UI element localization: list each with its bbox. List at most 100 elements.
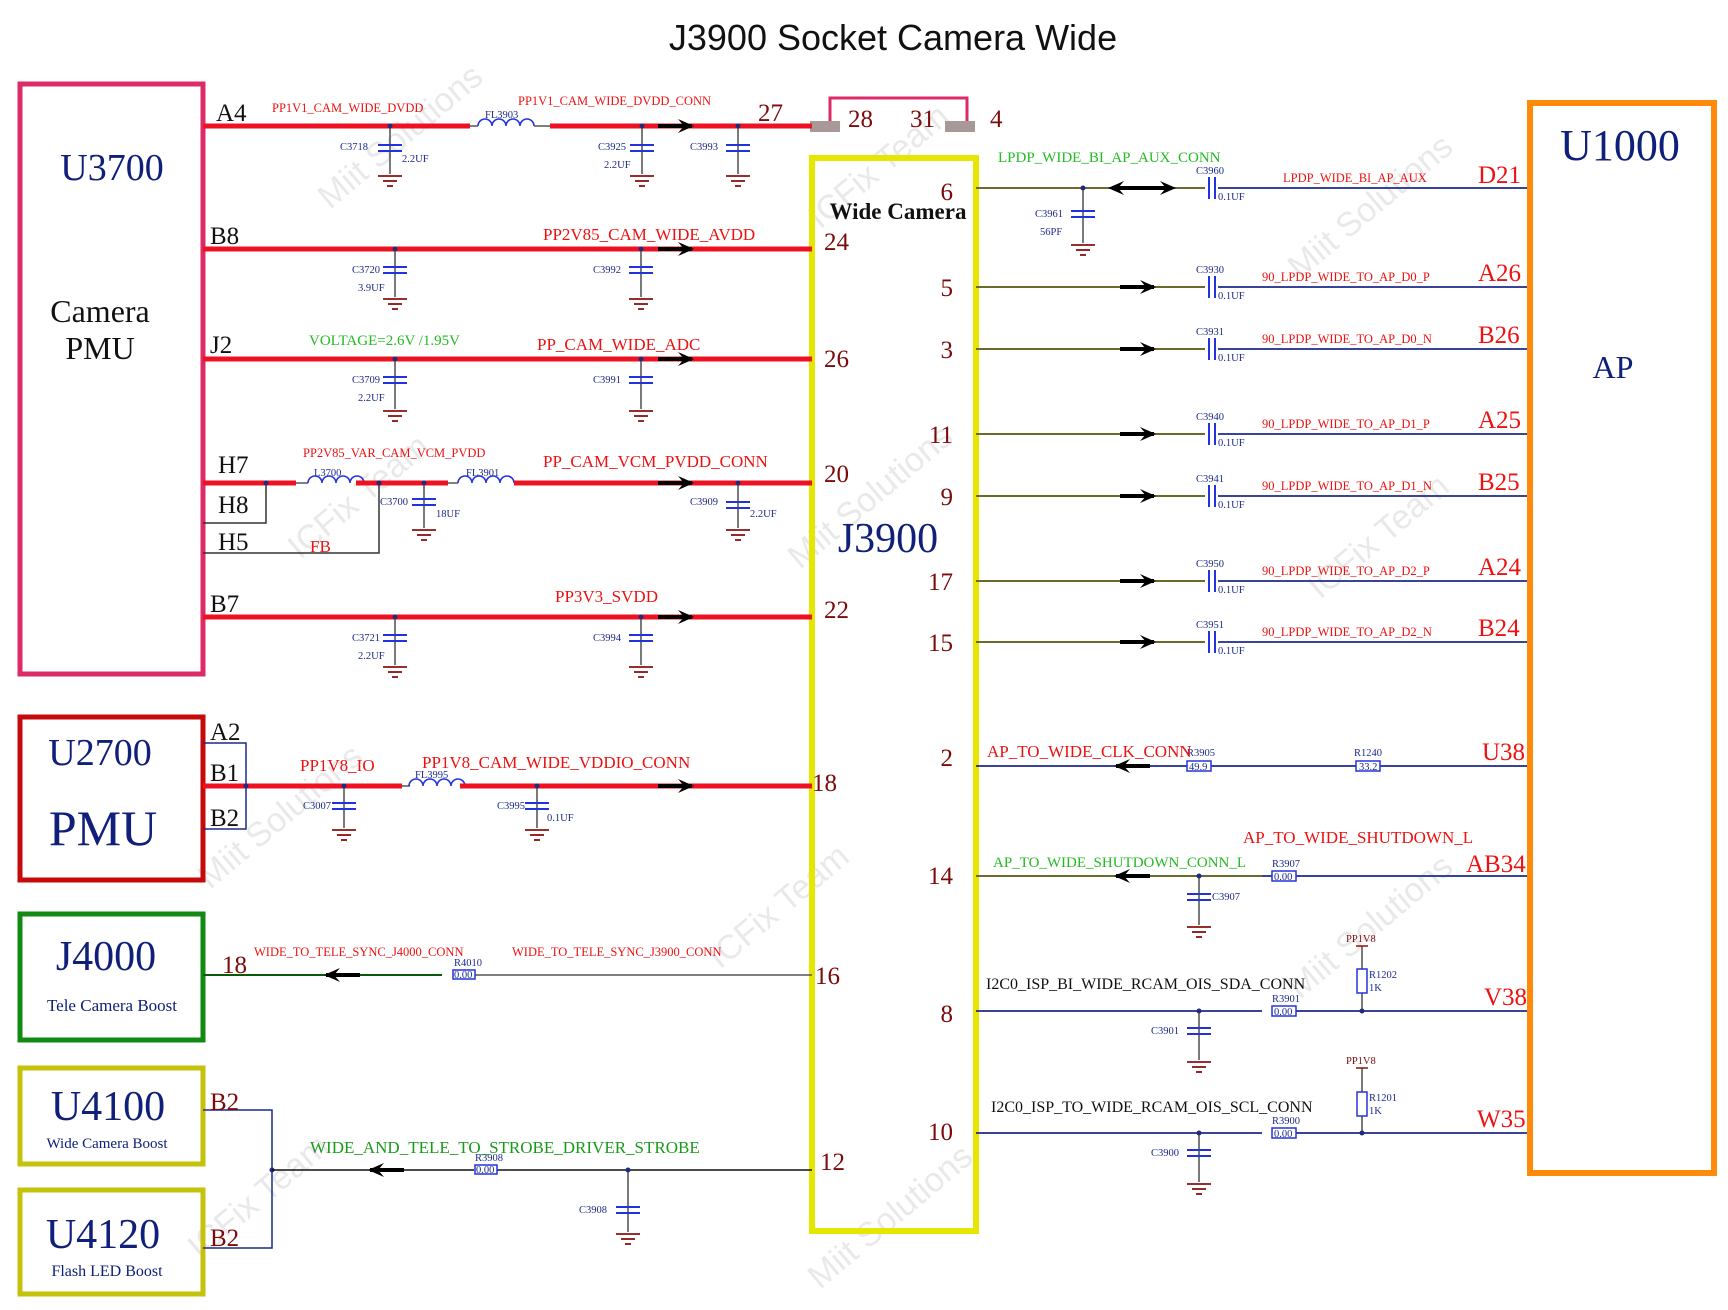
component-value: 0.1UF	[1218, 353, 1245, 364]
chip-u4100[interactable]: U4100 Wide Camera Boost	[17, 1065, 206, 1167]
pin-label: 6	[941, 179, 954, 206]
component-ref: C3908	[579, 1205, 607, 1216]
component-ref: C3992	[593, 265, 621, 276]
pin-label: 10	[928, 1119, 953, 1146]
cap-c3925[interactable]: C3925 2.2UF	[598, 123, 655, 187]
cap-c3907[interactable]: C3907	[1186, 876, 1240, 938]
resistor-r1240[interactable]	[1355, 760, 1381, 772]
chip-u3700[interactable]: U3700 Camera PMU	[17, 81, 206, 677]
net-scl[interactable]: R3900 0.00 PP1V8 R1201 1K 10 I2C0_ISP_TO…	[928, 1056, 1527, 1146]
component-ref: R4010	[454, 958, 482, 969]
chip-u4120[interactable]: U4120 Flash LED Boost	[17, 1187, 206, 1297]
net-b7-svdd[interactable]: B7 PP3V3_SVDD 22	[203, 587, 849, 626]
component-ref: FL3903	[485, 110, 518, 121]
pin-label: 9	[941, 484, 954, 511]
net-label: 90_LPDP_WIDE_TO_AP_D1_P	[1262, 417, 1430, 431]
net-aux[interactable]: 6 LPDP_WIDE_BI_AP_AUX_CONN C3960 0.1UF L…	[941, 150, 1528, 206]
chip-label: PMU	[49, 800, 157, 856]
cap-c3995[interactable]: C3995 0.1UF	[497, 783, 574, 841]
chip-id: U1000	[1560, 121, 1680, 170]
component-ref: C3900	[1151, 1148, 1179, 1159]
cap-c3993[interactable]: C3993	[690, 123, 751, 187]
net-h7-vcm[interactable]: H7 H8 H5 FB PP2V85_VAR_CAM_VCM_PVDD PP_C…	[203, 446, 849, 556]
component-value: 0.1UF	[1218, 291, 1245, 302]
cap-c3901[interactable]: C3901	[1151, 1011, 1212, 1073]
net-label: AP_TO_WIDE_SHUTDOWN_CONN_L	[993, 855, 1246, 871]
cap-c3992[interactable]: C3992	[593, 246, 654, 310]
pin-label: A25	[1478, 407, 1521, 434]
cap-c3709[interactable]: C3709 2.2UF	[352, 356, 408, 422]
net-a4-dvdd[interactable]: A4 PP1V1_CAM_WIDE_DVDD PP1V1_CAM_WIDE_DV…	[203, 94, 812, 135]
chip-j3900[interactable]: Wide Camera J3900	[809, 155, 979, 1234]
component-ref: R1240	[1354, 748, 1382, 759]
chip-label: Wide Camera Boost	[46, 1136, 168, 1152]
component-value: 2.2UF	[358, 393, 385, 404]
cap-c3908[interactable]: C3908	[579, 1167, 641, 1245]
component-ref: C3994	[593, 633, 622, 644]
resistor-r3901[interactable]	[1271, 1005, 1297, 1017]
pin-label: W35	[1477, 1106, 1526, 1133]
cap-c3994[interactable]: C3994	[593, 614, 654, 678]
component-value: 0.00	[1274, 1007, 1292, 1018]
chip-u2700[interactable]: U2700 PMU	[17, 714, 206, 883]
chip-u1000[interactable]: U1000 AP	[1527, 100, 1717, 1176]
net-shutdown[interactable]: R3907 0.00 14 AP_TO_WIDE_SHUTDOWN_CONN_L…	[928, 828, 1527, 890]
resistor-r1201[interactable]	[1356, 1091, 1368, 1117]
net-label: FB	[310, 537, 331, 556]
chip-j4000[interactable]: J4000 Tele Camera Boost	[17, 911, 206, 1043]
net-j2-adc[interactable]: J2 VOLTAGE=2.6V /1.95V PP_CAM_WIDE_ADC 2…	[203, 332, 849, 373]
component-value: 3.9UF	[358, 283, 385, 294]
net-label: LPDP_WIDE_BI_AP_AUX	[1283, 171, 1427, 185]
cap-c3909[interactable]: C3909 2.2UF	[690, 480, 777, 541]
component-ref: FL3995	[415, 770, 448, 781]
net-b8-avdd[interactable]: B8 PP2V85_CAM_WIDE_AVDD 24	[203, 223, 850, 258]
component-ref: C3718	[340, 142, 368, 153]
net-strobe[interactable]: R3908 0.00 B2 B2 WIDE_AND_TELE_TO_STROBE…	[203, 1089, 845, 1252]
net-sda[interactable]: R3901 0.00 PP1V8 R1202 1K 8 I2C0_ISP_BI_…	[941, 934, 1528, 1028]
pin-label: H5	[218, 529, 249, 556]
resistor-r3905[interactable]	[1186, 760, 1212, 772]
resistor-r1202[interactable]	[1356, 968, 1368, 994]
resistor-r3900[interactable]	[1271, 1127, 1297, 1139]
net-clk[interactable]: R3905 49.9 R1240 33.2 2 AP_TO_WIDE_CLK_C…	[941, 739, 1528, 775]
cap-c3961[interactable]: C3961 56PF	[1035, 185, 1096, 256]
component-value: 1K	[1369, 1106, 1382, 1117]
net-label: WIDE_AND_TELE_TO_STROBE_DRIVER_STROBE	[310, 1138, 700, 1157]
component-ref: C3700	[380, 497, 408, 508]
cap-c3007[interactable]: C3007	[303, 783, 357, 841]
component-ref: C3721	[352, 633, 380, 644]
cap-c3720[interactable]: C3720 3.9UF	[352, 246, 408, 310]
component-value: 2.2UF	[604, 160, 631, 171]
cap-c3718[interactable]: C3718 2.2UF	[340, 123, 429, 187]
pin-label: AB34	[1466, 851, 1526, 878]
pin-label: B2	[210, 1225, 239, 1252]
pin-label: J2	[210, 332, 232, 359]
cap-c3900[interactable]: C3900	[1151, 1133, 1212, 1195]
cap-c3700[interactable]: C3700 18UF	[380, 480, 460, 541]
resistor-r3908[interactable]	[474, 1164, 498, 1175]
resistor-r4010[interactable]	[452, 969, 476, 980]
cap-c3721[interactable]: C3721 2.2UF	[352, 614, 408, 678]
resistor-r3907[interactable]	[1271, 870, 1297, 882]
pin-label: B8	[210, 223, 239, 250]
net-tele-sync[interactable]: R4010 0.00 18 WIDE_TO_TELE_SYNC_J4000_CO…	[203, 945, 840, 990]
chip-id: U4120	[46, 1212, 160, 1258]
cap-c3991[interactable]: C3991	[593, 356, 654, 422]
component-value: 0.1UF	[1218, 585, 1245, 596]
net-label: PP1V8_CAM_WIDE_VDDIO_CONN	[422, 753, 690, 772]
net-label: 90_LPDP_WIDE_TO_AP_D1_N	[1262, 479, 1432, 493]
component-ref: R1201	[1369, 1093, 1397, 1104]
chip-id: J4000	[56, 934, 156, 980]
pin-label: 16	[815, 963, 840, 990]
component-value: 0.1UF	[1218, 646, 1245, 657]
component-value: 0.00	[454, 970, 472, 981]
net-b1-vddio[interactable]: A2 B1 B2 PP1V8_IO PP1V8_CAM_WIDE_VDDIO_C…	[203, 719, 837, 832]
pin-label: 8	[941, 1001, 954, 1028]
